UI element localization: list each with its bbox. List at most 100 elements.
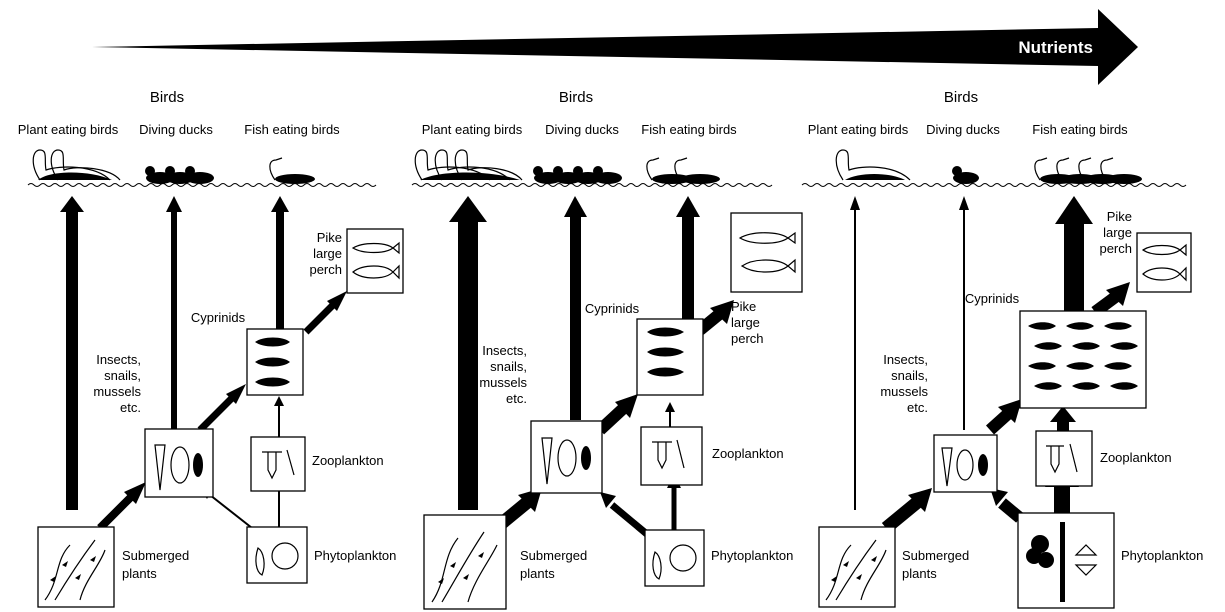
label-pike: Pike <box>1107 209 1132 224</box>
fish-school-icon <box>1028 322 1138 390</box>
label-diving-ducks: Diving ducks <box>926 122 1000 137</box>
nutrient-gradient-label: Nutrients <box>1018 38 1093 57</box>
pike-box <box>1136 232 1192 293</box>
label-invertebrates: Insects, <box>482 343 527 358</box>
flow-arrow <box>1050 406 1076 434</box>
birds-heading: Birds <box>944 89 978 106</box>
label-plant-eating-birds: Plant eating birds <box>808 122 909 137</box>
diving-duck-icon <box>145 166 214 184</box>
water-surface <box>411 183 773 187</box>
label-invertebrates: snails, <box>891 368 928 383</box>
flow-arrow <box>959 196 969 430</box>
swan-icon <box>32 149 121 181</box>
label-invertebrates: snails, <box>104 368 141 383</box>
flow-arrow <box>600 492 651 538</box>
flow-arrow <box>97 482 146 531</box>
flow-arrow <box>665 402 675 428</box>
grebe-icon <box>1034 157 1142 184</box>
label-submerged-plants: Submerged <box>122 548 189 563</box>
phytoplankton-icon <box>255 542 299 576</box>
label-phytoplankton: Phytoplankton <box>314 548 396 563</box>
label-fish-eating-birds: Fish eating birds <box>244 122 340 137</box>
water-surface <box>801 183 1187 187</box>
label-pike: large <box>1103 225 1132 240</box>
fish-icon <box>1141 243 1187 282</box>
invertebrate-icon <box>941 447 988 487</box>
label-pike: Pike <box>317 230 342 245</box>
label-submerged-plants: plants <box>520 566 555 581</box>
label-invertebrates: mussels <box>93 384 141 399</box>
plant-icon <box>44 539 106 601</box>
flow-arrow <box>449 196 487 510</box>
zooplankton-box <box>640 426 703 486</box>
flow-arrow <box>271 196 289 330</box>
label-pike: large <box>731 315 760 330</box>
invertebrate-icon <box>541 437 591 485</box>
label-diving-ducks: Diving ducks <box>139 122 213 137</box>
zooplankton-icon <box>652 439 685 470</box>
label-cyprinids: Cyprinids <box>585 301 640 316</box>
zooplankton-box <box>250 436 306 492</box>
phytoplankton-icon <box>652 544 697 580</box>
label-invertebrates: mussels <box>479 375 527 390</box>
water-surface <box>27 183 377 187</box>
flow-arrow <box>595 394 638 435</box>
label-plant-eating-birds: Plant eating birds <box>422 122 523 137</box>
fish-icon <box>738 231 796 274</box>
pike-box <box>730 212 803 293</box>
label-cyprinids: Cyprinids <box>191 310 246 325</box>
panel-low-nutrients: Birds Plant eating birds Diving ducks Fi… <box>18 89 404 608</box>
swan-icon <box>414 149 523 181</box>
zooplankton-box <box>1035 430 1093 487</box>
phytoplankton-box <box>644 529 705 587</box>
label-pike: large <box>313 246 342 261</box>
label-fish-eating-birds: Fish eating birds <box>1032 122 1128 137</box>
flow-arrow <box>985 399 1022 435</box>
flow-arrow <box>676 196 700 320</box>
label-zooplankton: Zooplankton <box>1100 450 1172 465</box>
flow-arrow <box>1091 282 1130 317</box>
label-phytoplankton: Phytoplankton <box>1121 548 1203 563</box>
label-fish-eating-birds: Fish eating birds <box>641 122 737 137</box>
swan-icon <box>835 149 911 181</box>
label-invertebrates: etc. <box>120 400 141 415</box>
label-zooplankton: Zooplankton <box>312 453 384 468</box>
flow-arrow <box>303 291 347 335</box>
label-invertebrates: etc. <box>907 400 928 415</box>
label-zooplankton: Zooplankton <box>712 446 784 461</box>
label-invertebrates: snails, <box>490 359 527 374</box>
fish-icon <box>351 241 400 280</box>
label-pike: perch <box>731 331 764 346</box>
flow-arrow <box>1055 196 1093 320</box>
plant-icon <box>825 539 887 601</box>
zooplankton-icon <box>1046 443 1078 474</box>
phytoplankton-icon <box>1026 522 1098 602</box>
flow-arrow <box>274 396 284 437</box>
panel-high-nutrients: Birds Plant eating birds Diving ducks Fi… <box>801 89 1203 609</box>
birds-heading: Birds <box>559 89 593 106</box>
label-submerged-plants: plants <box>122 566 157 581</box>
plant-icon <box>431 531 498 603</box>
fish-icon <box>255 337 290 387</box>
label-submerged-plants: Submerged <box>520 548 587 563</box>
label-pike: perch <box>1099 241 1132 256</box>
label-invertebrates: Insects, <box>883 352 928 367</box>
panel-medium-nutrients: Birds Plant eating birds Diving ducks Fi… <box>411 89 803 610</box>
grebe-icon <box>646 157 720 184</box>
flow-arrow <box>197 384 246 433</box>
label-pike: perch <box>309 262 342 277</box>
flow-arrow <box>60 196 84 510</box>
label-phytoplankton: Phytoplankton <box>711 548 793 563</box>
invertebrates-box <box>530 420 603 494</box>
diving-duck-icon <box>952 166 979 184</box>
zooplankton-icon <box>262 449 295 480</box>
label-cyprinids: Cyprinids <box>965 291 1020 306</box>
label-submerged-plants: plants <box>902 566 937 581</box>
label-invertebrates: mussels <box>880 384 928 399</box>
label-invertebrates: Insects, <box>96 352 141 367</box>
fish-icon <box>647 327 684 377</box>
flow-arrow <box>696 300 734 335</box>
phytoplankton-box <box>246 526 308 584</box>
flow-arrow <box>564 196 587 420</box>
